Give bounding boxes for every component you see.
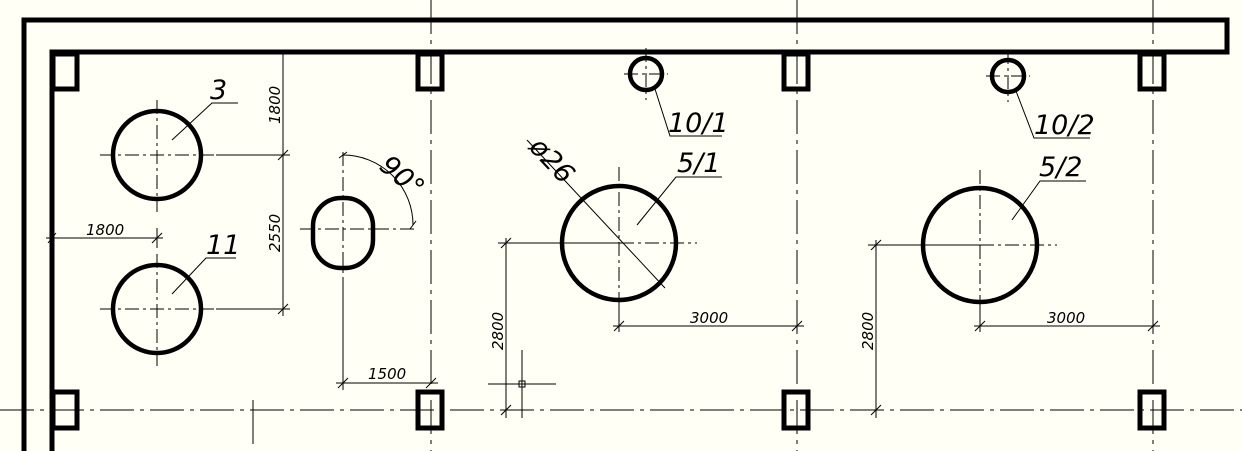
dimension-2550: 2550 [216, 150, 290, 316]
label-opening-11: 11 [206, 230, 240, 261]
dim-2550: 2550 [266, 214, 284, 252]
dim-3000-right: 3000 [1047, 309, 1085, 327]
oval-opening: 90° [300, 150, 430, 290]
dimension-1800-vertical: 1800 [216, 52, 290, 161]
dim-3000-left: 3000 [690, 309, 728, 327]
column [1137, 51, 1167, 92]
dimension-1500: 1500 [336, 290, 438, 390]
label-opening-3: 3 [210, 75, 227, 106]
column [50, 51, 80, 92]
column [50, 389, 80, 431]
column [1137, 389, 1167, 431]
opening-5-1: 5/1 ø26 [522, 131, 722, 320]
opening-10-1: 10/1 [624, 48, 729, 139]
label-opening-5-2: 5/2 [1039, 152, 1082, 183]
column [415, 389, 445, 431]
column [781, 389, 811, 431]
column [415, 51, 445, 92]
columns [50, 51, 1167, 431]
opening-5-2: 5/2 [905, 152, 1086, 322]
angle-label: 90° [374, 150, 431, 205]
dimension-1800-horizontal: 1800 [46, 221, 163, 248]
diameter-label: ø26 [522, 131, 580, 190]
label-opening-10-1: 10/1 [668, 108, 729, 139]
opening-10-2: 10/2 [986, 50, 1095, 141]
dim-1500: 1500 [368, 365, 406, 383]
dimension-3000-left: 3000 [613, 300, 804, 332]
column [781, 51, 811, 92]
opening-11: 11 [100, 230, 240, 366]
dimension-3000-right: 3000 [974, 302, 1160, 332]
dimension-2800-left: 2800 [489, 237, 623, 418]
dim-2800-left: 2800 [489, 312, 507, 350]
dimension-2800-right: 2800 [859, 239, 985, 418]
dim-2800-right: 2800 [859, 312, 877, 350]
wall-outline [21, 17, 1230, 451]
label-opening-10-2: 10/2 [1034, 110, 1095, 141]
crosshair-cursor-icon [488, 350, 556, 418]
opening-3: 3 [100, 75, 238, 212]
dim-1800-vertical: 1800 [266, 86, 284, 124]
label-opening-5-1: 5/1 [677, 148, 720, 179]
dim-1800-horizontal: 1800 [86, 221, 124, 239]
